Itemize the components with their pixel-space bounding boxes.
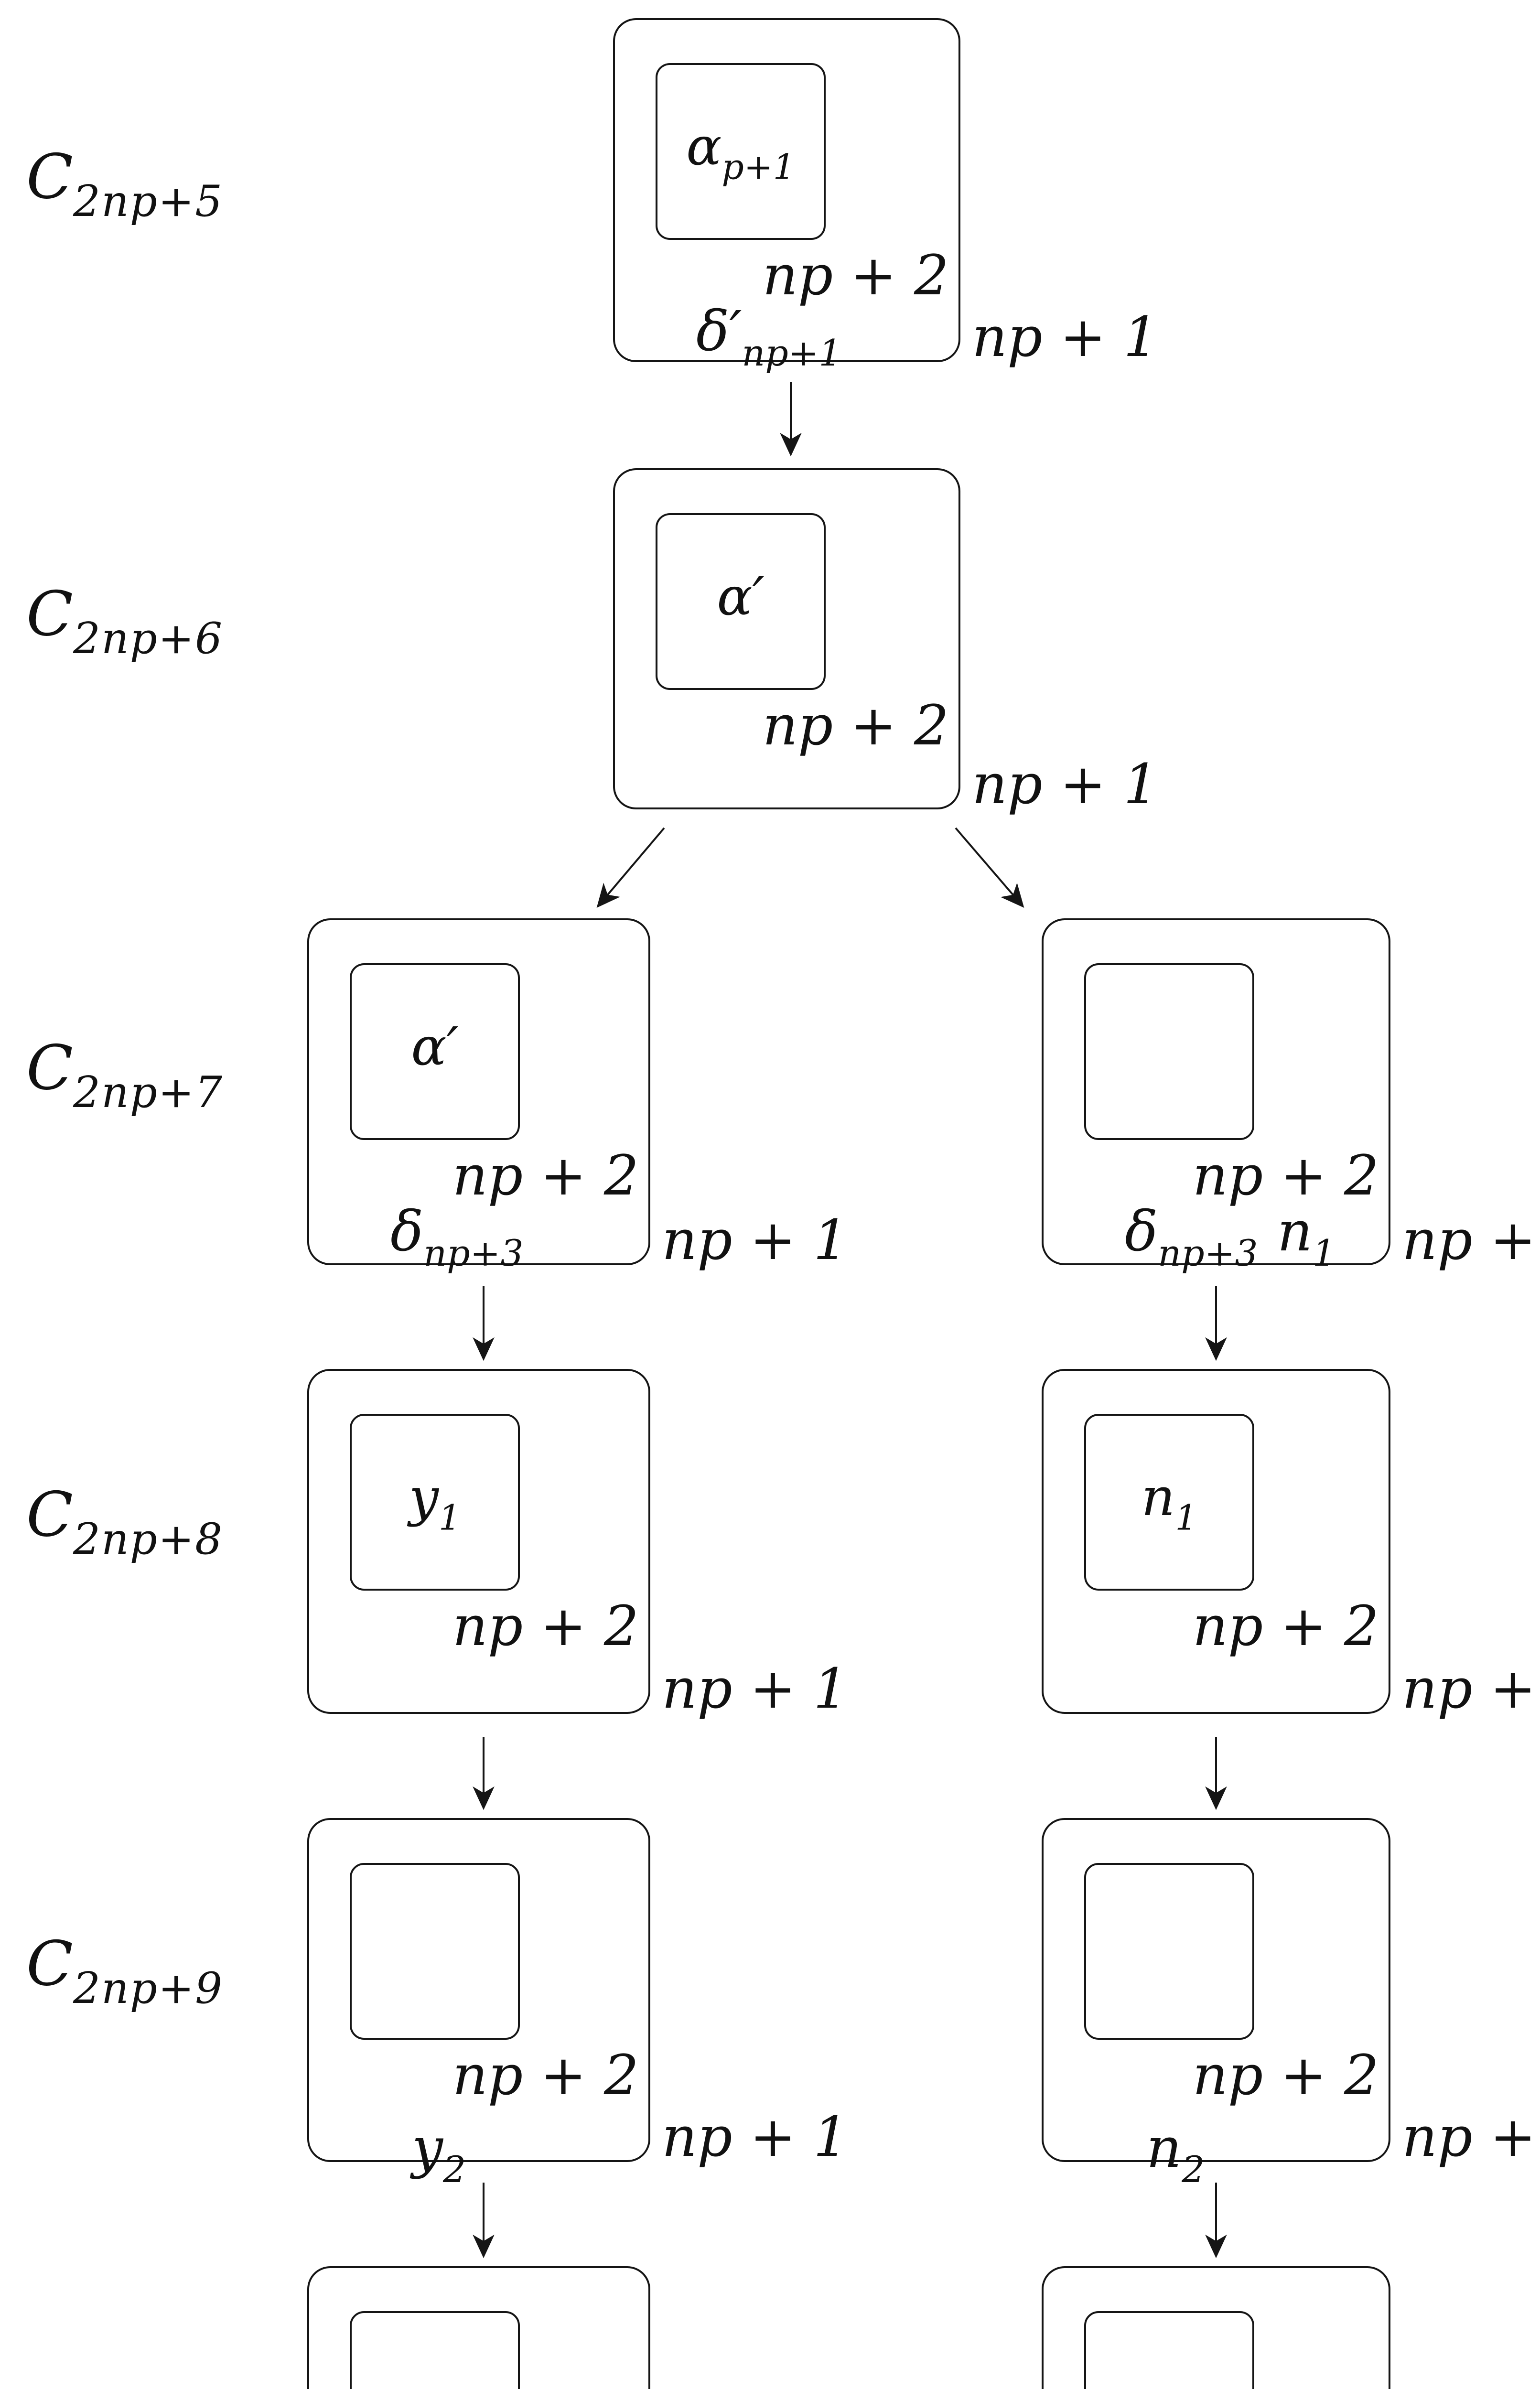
config-box-c2np9-no: np + 2 n2 np + 1 xyxy=(1042,1818,1540,2191)
row-label-c2np6: C2np+6 xyxy=(26,579,224,664)
work-tape-box: αp+1 xyxy=(656,63,826,240)
config-box-c2np5: αp+1 np + 2 δ′np+1 np + 1 xyxy=(613,18,1158,374)
config-box-c2np7-yes: α′ np + 2 δnp+3 np + 1 xyxy=(307,918,848,1274)
work-tape-box xyxy=(1084,1863,1254,2040)
work-tape-box: n1 xyxy=(1084,1414,1254,1591)
inner-label: α′ xyxy=(717,565,765,627)
outer-size-label: np + 1 xyxy=(1402,1657,1540,1721)
arrow-c6-c7-left xyxy=(596,827,665,908)
config-box-c2np7-no: np + 2 δnp+3n1 np + 1 xyxy=(1042,918,1540,1274)
config-box-c2np8-yes: y1 np + 2 np + 1 xyxy=(307,1369,848,1721)
outer-size-label: np + 1 xyxy=(662,2105,849,2169)
inner-size-label: np + 2 xyxy=(762,694,949,758)
row-label-c2np7: C2np+7 xyxy=(26,1033,224,1118)
inner-label: y1 xyxy=(409,1466,461,1539)
outer-size-label: np + 1 xyxy=(972,753,1159,817)
inner-size-label: np + 2 xyxy=(1192,1144,1379,1208)
inner-size-label: np + 2 xyxy=(1192,1594,1379,1658)
inner-size-label: np + 2 xyxy=(452,1594,639,1658)
work-tape-box: α′ xyxy=(656,513,826,690)
state-label: δnp+3 xyxy=(390,1200,524,1274)
row-label-c2np8: C2np+8 xyxy=(26,1479,224,1564)
inner-size-label: np + 2 xyxy=(1192,2044,1379,2108)
state-label: n2 xyxy=(1146,2116,1205,2191)
work-tape-box xyxy=(350,2311,520,2389)
config-box-c2np10-no: np + 2 np + 1 no xyxy=(1042,2266,1390,2389)
work-tape-box: α′ xyxy=(350,963,520,1140)
arrow-c6-c7-right xyxy=(955,827,1024,908)
config-box-c2np8-no: n1 np + 2 np + 1 xyxy=(1042,1369,1540,1721)
row-label-c2np9: C2np+9 xyxy=(26,1928,224,2013)
inner-size-label: np + 2 xyxy=(452,2044,639,2108)
inner-label: αp+1 xyxy=(686,115,795,188)
outer-size-label: np + 1 xyxy=(662,1657,849,1721)
row-label-c2np10: C2np+10 xyxy=(26,2380,251,2389)
inner-label: α′ xyxy=(411,1015,459,1077)
config-box-c2np10-yes: np + 2 np + 1 yes xyxy=(307,2266,650,2389)
state-label: δ′np+1 xyxy=(696,300,842,374)
row-label-c2np5: C2np+5 xyxy=(26,141,224,226)
state-label: y2 xyxy=(412,2116,466,2191)
outer-size-label: np + 1 xyxy=(1402,1208,1540,1272)
work-tape-box xyxy=(1084,2311,1254,2389)
work-tape-box xyxy=(350,1863,520,2040)
work-tape-box xyxy=(1084,963,1254,1140)
outer-size-label: np + 1 xyxy=(1402,2105,1540,2169)
outer-size-label: np + 1 xyxy=(662,1208,849,1272)
inner-label: n1 xyxy=(1141,1466,1197,1539)
config-box-c2np9-yes: np + 2 y2 np + 1 xyxy=(307,1818,848,2191)
work-tape-box: y1 xyxy=(350,1414,520,1591)
config-box-c2np6: α′ np + 2 np + 1 xyxy=(613,468,1158,817)
inner-size-label: np + 2 xyxy=(762,244,949,308)
outer-size-label: np + 1 xyxy=(972,305,1159,369)
inner-size-label: np + 2 xyxy=(452,1144,639,1208)
